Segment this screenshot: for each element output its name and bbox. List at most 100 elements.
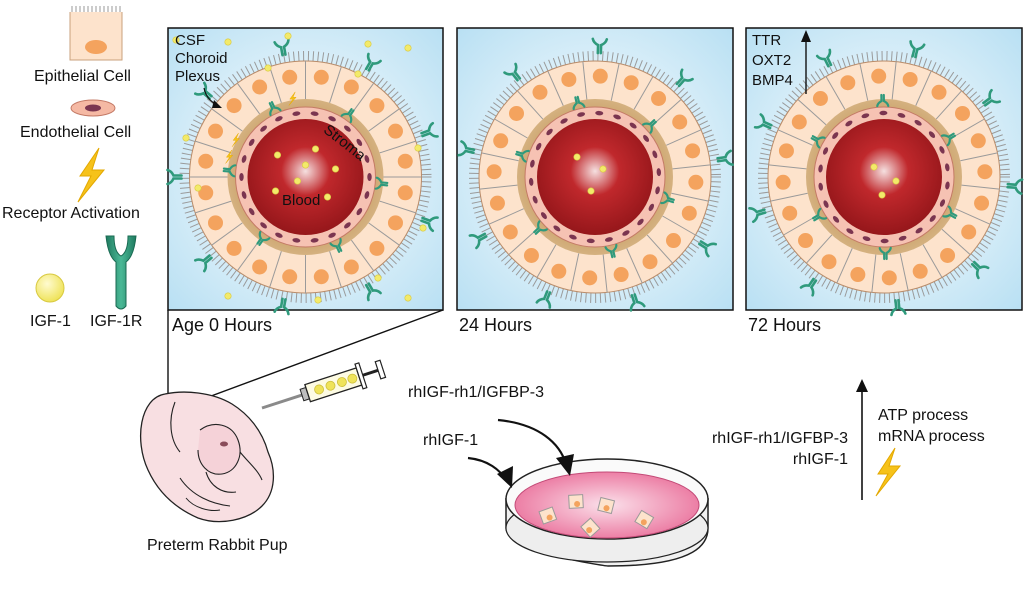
epithelial-cells — [189, 61, 422, 293]
igf1r-receptor-icon — [878, 246, 892, 261]
tissue-piece — [597, 496, 616, 515]
igf1-molecule-icon — [35, 273, 65, 303]
igf1r-receptor-icon — [748, 207, 767, 224]
nucleus — [642, 254, 658, 270]
panel0-csf-label: CSF — [175, 32, 205, 49]
igf1r-receptor-icon — [811, 207, 828, 222]
microvilli — [758, 51, 1010, 304]
nucleus — [850, 267, 866, 283]
nucleus — [840, 75, 856, 91]
lightning-bolt-icon — [225, 149, 234, 164]
endothelial-cell-icon — [70, 99, 116, 117]
nucleus — [343, 259, 359, 275]
nucleus — [489, 195, 505, 211]
nucleus — [523, 247, 539, 263]
pup-label: Preterm Rabbit Pup — [147, 537, 288, 554]
igf1r-receptor-icon — [660, 191, 675, 205]
igf1r-receptor-icon — [940, 132, 957, 147]
activation-bolt-icon — [875, 447, 902, 497]
nucleus — [881, 270, 897, 286]
igf1r-receptor-icon — [942, 205, 958, 219]
igf1r-receptor-icon — [273, 38, 290, 57]
nucleus — [397, 185, 413, 201]
microvilli — [179, 51, 432, 304]
choroid-plexus-panels — [166, 27, 1024, 317]
panel2-time-label: 72 Hours — [748, 315, 822, 335]
nucleus — [782, 205, 798, 221]
gene-upregulation-arrow — [801, 30, 811, 94]
nucleus — [688, 174, 704, 190]
igf1r-receptor-icon — [982, 88, 1002, 107]
igf1r-receptor-icon — [876, 93, 890, 108]
igf1r-receptor-icon — [273, 297, 290, 316]
nucleus — [208, 123, 224, 139]
nucleus — [532, 84, 548, 100]
igf1-molecules — [172, 32, 427, 304]
igf1r-receptor-icon — [1006, 178, 1024, 195]
nucleus — [551, 263, 567, 279]
blood-vessel — [537, 119, 653, 235]
igf1r-receptor-icon — [591, 37, 609, 55]
igf1r-receptor-icon — [815, 48, 833, 68]
outcome-mrna-label: mRNA process — [878, 428, 985, 445]
dish-treatment-label-top: rhIGF-rh1/IGFBP-3 — [408, 384, 545, 401]
igf1r-receptor-icon — [340, 108, 355, 124]
nucleus — [592, 68, 608, 84]
igf1r-receptor-icon — [329, 237, 343, 253]
tissue-piece — [538, 506, 558, 525]
panel0-time-label: Age 0 Hours — [172, 315, 273, 335]
nucleus — [387, 123, 403, 139]
panel0-blood-label: Blood — [282, 192, 321, 209]
igf1r-receptors — [166, 38, 439, 316]
legend-label-igf1: IGF-1 — [30, 313, 71, 330]
nucleus — [665, 233, 681, 249]
panel-1 — [456, 27, 734, 312]
nucleus — [198, 185, 214, 201]
upregulation-arrow — [856, 379, 868, 500]
nucleus — [369, 98, 385, 114]
arrow-head-top — [556, 454, 574, 476]
nucleus — [343, 79, 359, 95]
nucleus — [812, 91, 828, 107]
igf1r-receptor-icon — [799, 277, 818, 297]
nucleus — [313, 69, 329, 85]
blood-vessel — [247, 119, 364, 235]
igf1r-receptor-icon — [698, 240, 718, 258]
igf1r-receptor-icon — [890, 298, 907, 317]
nucleus — [282, 69, 298, 85]
panel0-plexus-label: Plexus — [175, 68, 221, 85]
igf1r-receptor-icon — [716, 149, 734, 167]
nucleus — [931, 84, 947, 100]
igf1r-receptor-icon — [193, 254, 213, 273]
nucleus — [954, 105, 970, 121]
nucleus — [252, 79, 268, 95]
nucleus — [685, 143, 701, 159]
igf1r-receptor-icon — [629, 293, 646, 312]
nucleus — [871, 68, 887, 84]
lightning-bolt-icon — [231, 133, 240, 147]
nucleus — [974, 195, 990, 211]
nucleus — [226, 240, 242, 256]
legend — [35, 6, 137, 310]
nucleus — [672, 114, 688, 130]
igf1r-receptor-icon — [468, 232, 488, 250]
legend-label-receptor-activation: Receptor Activation — [2, 205, 140, 222]
nucleus — [582, 270, 598, 286]
epithelial-cell-icon — [69, 6, 123, 61]
endothelial-cells — [239, 111, 372, 243]
panel2-gene-ttr: TTR — [752, 32, 782, 49]
outcome-treatment2-label: rhIGF-1 — [792, 451, 848, 468]
nucleus — [778, 143, 794, 159]
legend-label-igf1r: IGF-1R — [90, 313, 143, 330]
igf1-molecules — [573, 153, 607, 195]
nucleus — [798, 233, 814, 249]
nucleus — [313, 269, 329, 285]
panel1-time-label: 24 Hours — [459, 315, 533, 335]
epithelial-cells — [768, 61, 1000, 293]
panel-2 — [745, 27, 1024, 317]
nucleus — [387, 215, 403, 231]
nucleus — [486, 164, 502, 180]
nucleus — [775, 174, 791, 190]
igf1r-receptor-icon — [970, 260, 990, 280]
nucleus — [226, 98, 242, 114]
